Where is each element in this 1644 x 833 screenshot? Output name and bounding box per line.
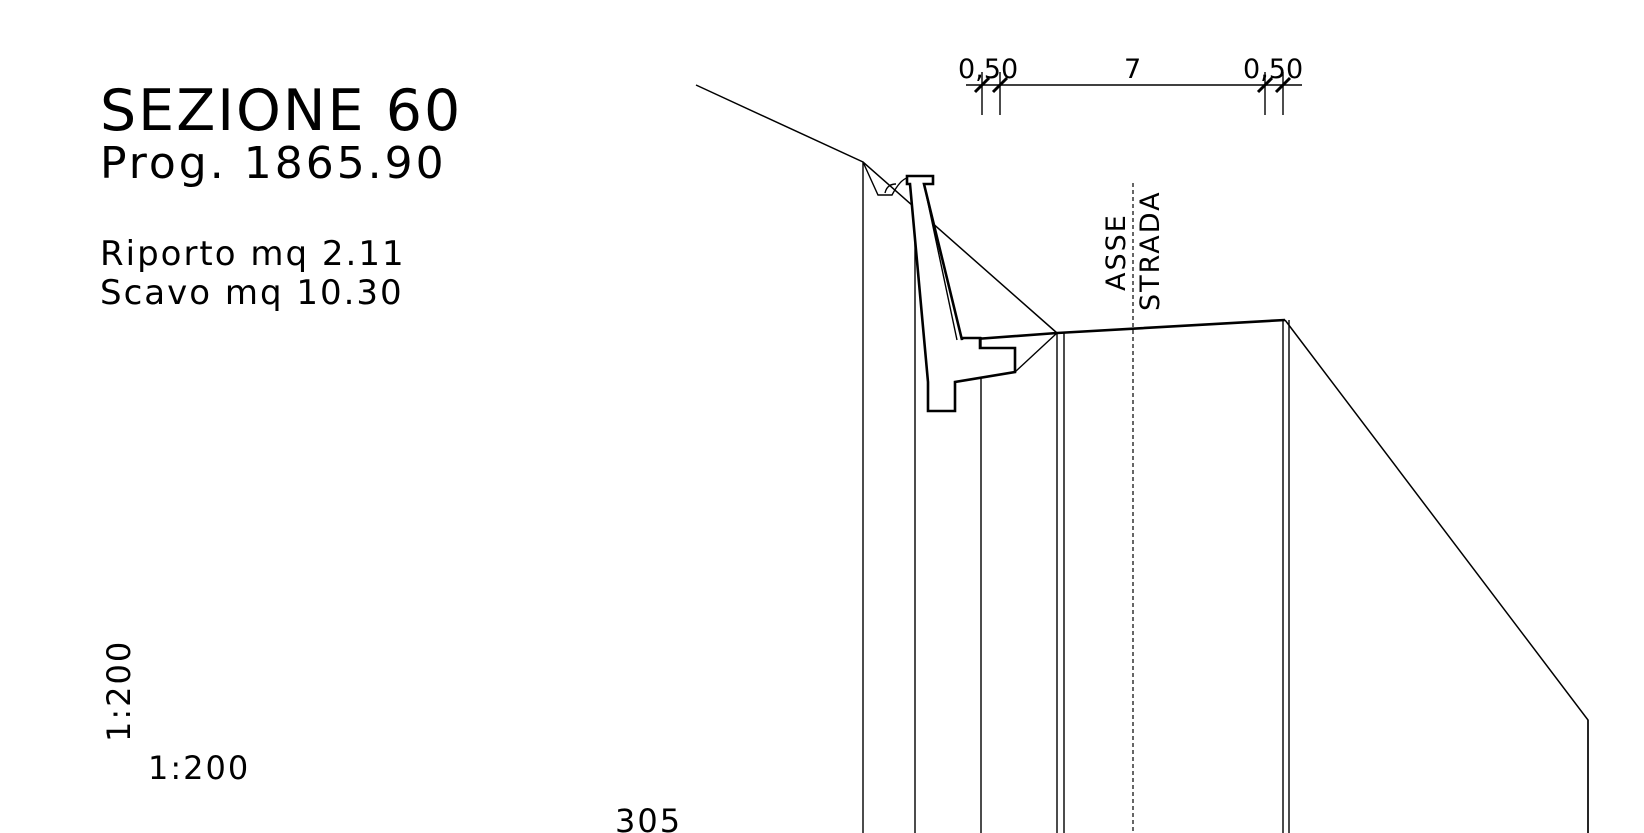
road-axis-label-2: STRADA (1135, 190, 1166, 311)
retaining-wall (905, 174, 1017, 413)
right-slope-line (1284, 319, 1589, 833)
carriageway-dimension: 7 (1124, 54, 1141, 85)
cut-area-label: Scavo mq 10.30 (100, 273, 404, 313)
left-fill-slope (1014, 332, 1058, 373)
drain-gutter-inner (884, 183, 897, 194)
fill-area-label: Riporto mq 2.11 (100, 234, 406, 274)
vertical-reference-lines (862, 162, 1589, 833)
road-axis-label-1: ASSE (1101, 213, 1132, 291)
wall-inner-face (923, 183, 958, 341)
road-platform (961, 318, 1286, 342)
section-progressive: Prog. 1865.90 (100, 138, 447, 189)
left-shoulder-dimension: 0,50 (958, 54, 1018, 85)
dimension-line: 0,50 7 0,50 (958, 54, 1303, 115)
natural-ground-line (695, 84, 1058, 334)
horizontal-scale-label: 1:200 (148, 749, 250, 787)
right-shoulder-dimension: 0,50 (1243, 54, 1303, 85)
reference-level-label: 305 (615, 802, 682, 833)
drain-gutter (862, 161, 908, 196)
road-axis: ASSE STRADA (1101, 183, 1166, 833)
section-title: SEZIONE 60 (100, 78, 462, 144)
vertical-scale-label: 1:200 (100, 640, 138, 742)
